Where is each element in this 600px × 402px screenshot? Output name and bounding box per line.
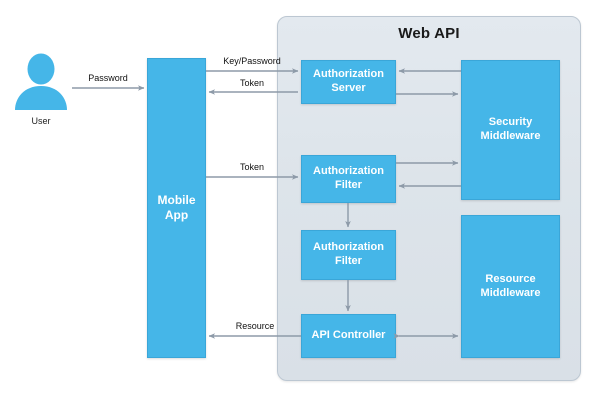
node-security-middleware-label: Security Middleware [480, 116, 541, 142]
node-authorization-filter-2-label: Authorization Filter [313, 241, 384, 267]
node-api-controller-label: API Controller [311, 329, 386, 342]
user-label: User [31, 116, 51, 126]
edge-label-resource: Resource [235, 321, 275, 331]
node-authorization-filter-1-label: Authorization Filter [313, 165, 384, 191]
web-api-title: Web API [398, 25, 460, 42]
node-authorization-server-label: Authorization Server [313, 68, 384, 94]
edge-label-token-to-filter: Token [239, 162, 265, 172]
user-avatar-icon [15, 53, 67, 110]
edge-label-token-to-mobile: Token [239, 78, 265, 88]
node-security-middleware[interactable]: Security Middleware [461, 60, 560, 200]
node-authorization-filter-2[interactable]: Authorization Filter [301, 230, 396, 280]
node-mobile-app-label: Mobile App [157, 193, 196, 222]
node-mobile-app[interactable]: Mobile App [147, 58, 206, 358]
node-resource-middleware-label: Resource Middleware [480, 272, 541, 299]
node-resource-middleware[interactable]: Resource Middleware [461, 215, 560, 358]
node-api-controller[interactable]: API Controller [301, 314, 396, 358]
edge-label-password: Password [88, 73, 128, 83]
user-actor: User [10, 52, 72, 130]
node-authorization-filter-1[interactable]: Authorization Filter [301, 155, 396, 203]
edge-label-key-password: Key/Password [223, 56, 281, 66]
node-authorization-server[interactable]: Authorization Server [301, 60, 396, 104]
